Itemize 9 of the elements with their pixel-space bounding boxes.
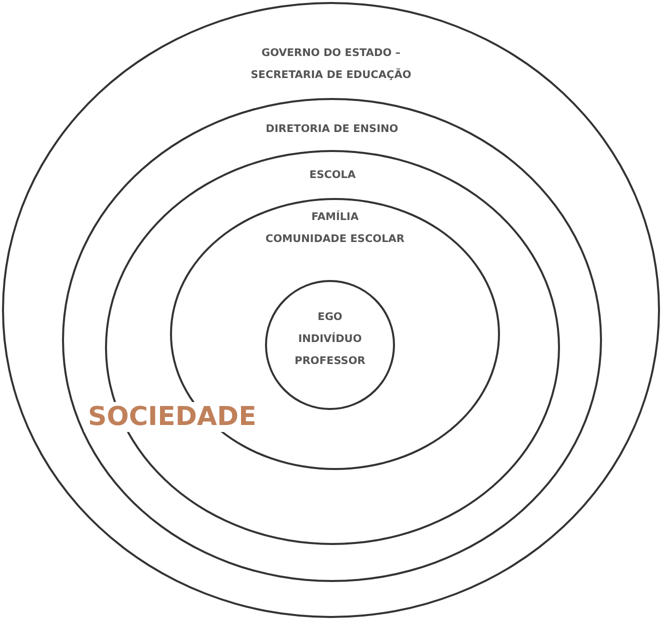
- ring-label: PROFESSOR: [294, 354, 366, 369]
- ring-label: INDIVÍDUO: [297, 331, 363, 347]
- ring-label: FAMÍLIA: [310, 209, 360, 225]
- ring-label: GOVERNO DO ESTADO – SECRETARIA DE EDUCAÇÃO: [250, 46, 412, 83]
- ring-label: EGO: [316, 310, 344, 325]
- ring-label: COMUNIDADE ESCOLAR: [265, 232, 405, 247]
- ring-circle: [265, 280, 395, 410]
- ring-label: DIRETORIA DE ENSINO: [264, 122, 400, 137]
- ring-label: ESCOLA: [308, 168, 357, 183]
